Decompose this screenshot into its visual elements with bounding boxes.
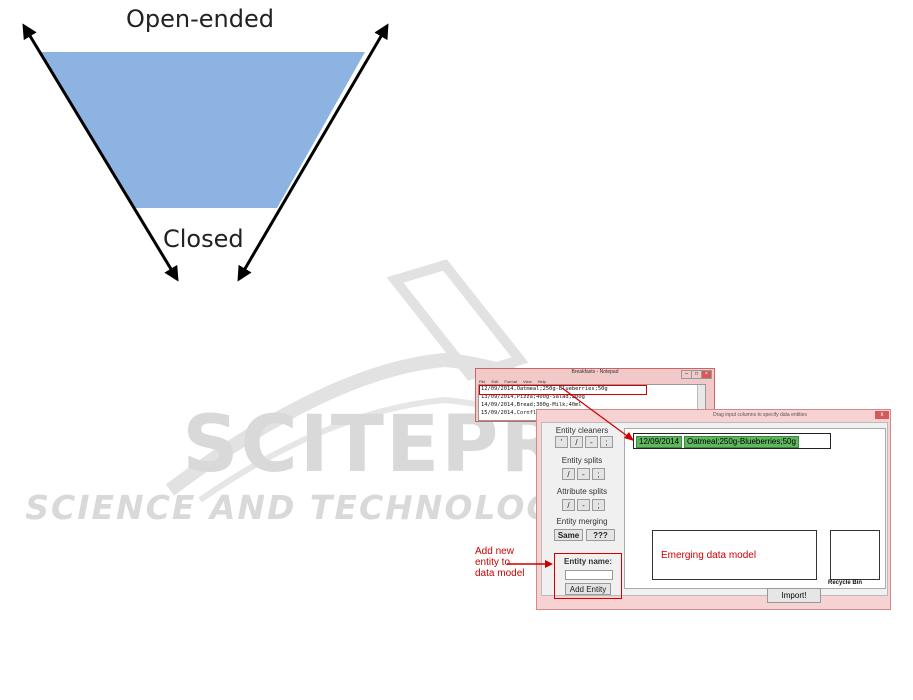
cleaner-apostrophe-button[interactable]: ' [555, 436, 568, 448]
funnel-top-label: Open-ended [126, 5, 274, 33]
merge-unknown-button[interactable]: ??? [586, 529, 615, 541]
data-model-area[interactable]: Emerging data model [652, 530, 817, 580]
food-chip[interactable]: Oatmeal;250g-Blueberries;50g [684, 436, 799, 448]
model-label: Emerging data model [661, 550, 757, 561]
window-title: Drag input columns to specify data entit… [713, 412, 807, 418]
data-preview-panel: 12/09/2014 Oatmeal;250g-Blueberries;50g … [624, 428, 886, 589]
funnel-right-arrow [237, 23, 389, 282]
text-line: 14/09/2014,Bread;300g-Milk;40ml [481, 402, 582, 408]
annotation-line: Add new [475, 546, 514, 557]
cleaner-slash-button[interactable]: / [570, 436, 583, 448]
recycle-bin-area[interactable] [830, 530, 880, 580]
add-entity-button[interactable]: Add Entity [565, 583, 611, 595]
drag-arrow-icon [561, 387, 634, 441]
text-line: 13/09/2014,Pizza;400g-Salad;200g [481, 394, 585, 400]
close-icon[interactable]: x [875, 411, 889, 419]
split-semicolon-button[interactable]: ; [592, 468, 605, 480]
split-dash-button[interactable]: - [577, 468, 590, 480]
annotation-line: entity to [475, 557, 511, 568]
selected-line-highlight [479, 385, 647, 395]
cleaner-dash-button[interactable]: - [585, 436, 598, 448]
notepad-scrollbar[interactable] [697, 385, 705, 420]
merge-same-button[interactable]: Same [554, 529, 583, 541]
entity-cleaners-label: Entity cleaners [555, 426, 609, 435]
recycle-bin-label: Recycle Bin [828, 580, 863, 586]
funnel-fill [40, 52, 365, 208]
menu-file[interactable]: File [479, 379, 486, 384]
menu-format[interactable]: Format [504, 379, 518, 384]
entity-name-input[interactable] [565, 570, 613, 580]
annotation-arrow-icon [507, 560, 553, 568]
split-slash-button[interactable]: / [562, 468, 575, 480]
text-line: 12/09/2014,Oatmeal;250g-Blueberries;50g [481, 386, 608, 392]
notepad-menu: File Edit Format View Help [479, 379, 552, 384]
funnel-diagram [22, 23, 389, 282]
attr-split-slash-button[interactable]: / [562, 499, 575, 511]
annotation-text: Add new entity to data model [475, 546, 524, 579]
close-icon[interactable]: × [701, 370, 712, 379]
window-content: Entity cleaners ' / - ; Entity splits / … [541, 422, 888, 599]
notepad-title: Breakfasts - Notepad [571, 369, 619, 375]
date-chip[interactable]: 12/09/2014 [636, 436, 683, 448]
import-window: Drag input columns to specify data entit… [536, 409, 891, 610]
add-entity-highlight: Entity name: Add Entity [554, 553, 622, 599]
import-button[interactable]: Import! [767, 588, 821, 603]
menu-help[interactable]: Help [537, 379, 546, 384]
funnel-bottom-label: Closed [163, 225, 244, 253]
funnel-left-arrow [22, 23, 179, 282]
entity-splits-label: Entity splits [561, 456, 603, 465]
attr-split-semicolon-button[interactable]: ; [592, 499, 605, 511]
attribute-splits-label: Attribute splits [556, 487, 608, 496]
menu-view[interactable]: View [523, 379, 532, 384]
cleaner-semicolon-button[interactable]: ; [600, 436, 613, 448]
attr-split-dash-button[interactable]: - [577, 499, 590, 511]
menu-edit[interactable]: Edit [491, 379, 499, 384]
entity-merging-label: Entity merging [556, 517, 608, 526]
entity-name-label: Entity name: [563, 557, 612, 566]
parsed-row: 12/09/2014 Oatmeal;250g-Blueberries;50g [633, 433, 831, 449]
annotation-line: data model [475, 568, 525, 579]
